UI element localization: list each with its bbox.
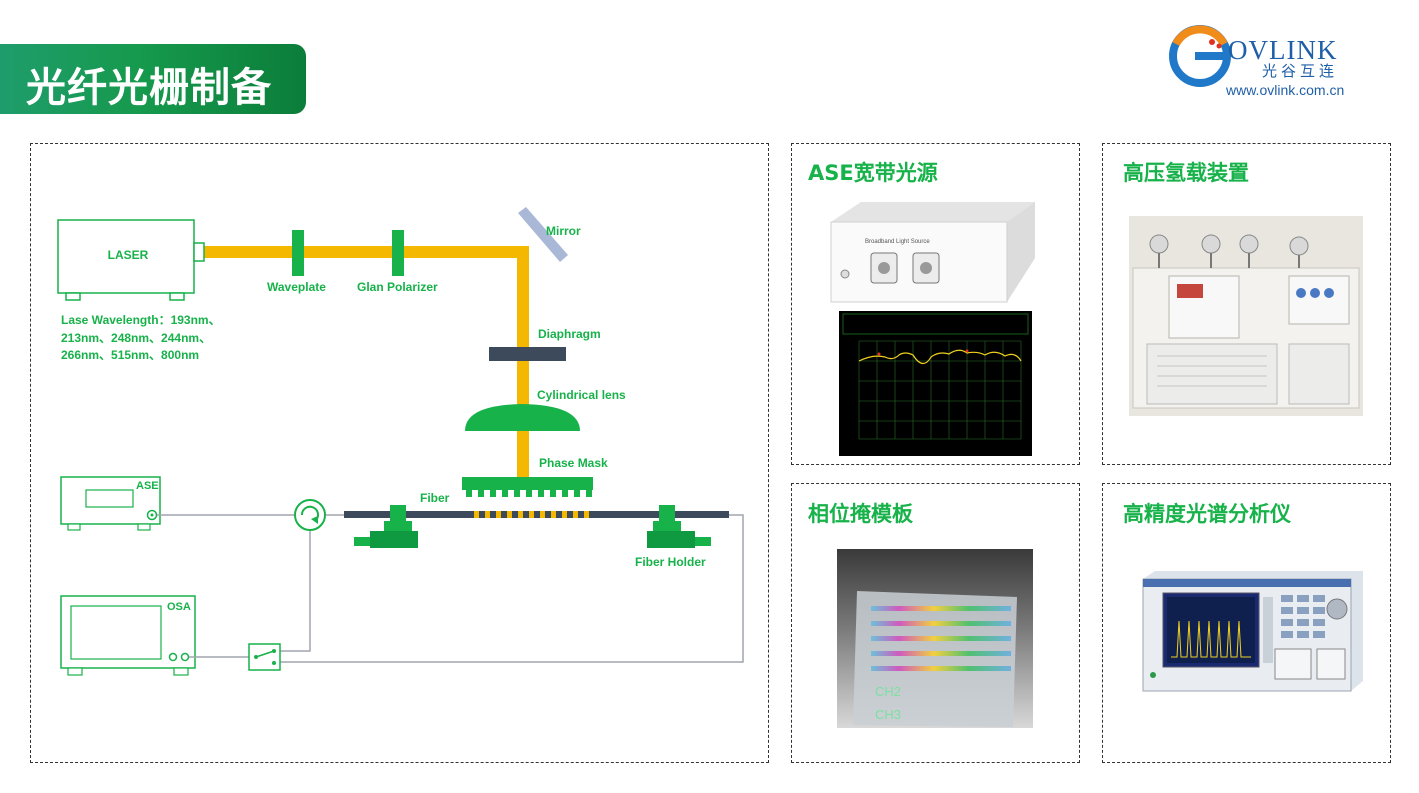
- phase-mask: [462, 477, 593, 497]
- optical-switch-icon: [248, 643, 281, 671]
- osa-device-panel: [1102, 483, 1391, 763]
- logo-url[interactable]: www.ovlink.com.cn: [1226, 82, 1345, 98]
- glan-polarizer: [392, 230, 404, 276]
- wavelength-line-3: 266nm、515nm、800nm: [61, 348, 199, 362]
- phase-mask-label: Phase Mask: [539, 456, 608, 470]
- ase-device-photo: Broadband Light Source: [827, 198, 1039, 306]
- cylindrical-lens: [465, 404, 580, 431]
- connection-fibers: [157, 514, 744, 663]
- fiber: [344, 511, 729, 518]
- wavelength-line-2: 213nm、248nm、244nm、: [61, 331, 211, 345]
- phase-mask-photo: CH2 CH3: [837, 549, 1033, 728]
- phase-mask-title: 相位掩模板: [808, 502, 913, 526]
- wavelength-line-1: Lase Wavelength：193nm、: [61, 313, 221, 327]
- logo-emblem-icon: [1169, 25, 1231, 87]
- osa-device: [60, 595, 196, 676]
- diaphragm-label: Diaphragm: [538, 327, 601, 341]
- fiber-label: Fiber: [420, 491, 450, 505]
- laser-beam-horizontal: [203, 246, 529, 258]
- fiber-holder-right: [647, 505, 711, 548]
- page-title: 光纤光栅制备: [26, 65, 272, 111]
- hydrogen-loading-photo: [1129, 216, 1363, 416]
- mirror-label: Mirror: [546, 224, 581, 238]
- waveplate-label: Waveplate: [267, 280, 326, 294]
- fiber-holder-label: Fiber Holder: [635, 555, 706, 569]
- fiber-holder-left: [354, 505, 418, 548]
- fbg-setup-panel: [30, 143, 769, 763]
- mirror: [518, 207, 568, 262]
- ase-source-title: ASE宽带光源: [808, 161, 938, 185]
- glan-polarizer-label: Glan Polarizer: [357, 280, 438, 294]
- spectrum-screen: [839, 311, 1032, 456]
- laser-source: [57, 219, 205, 301]
- grating-region: [474, 511, 589, 518]
- logo-brand-cn: 光谷互连: [1262, 62, 1339, 80]
- logo-brand: OVLINK: [1228, 35, 1338, 65]
- laser-label: LASER: [108, 248, 149, 262]
- hydrogen-loading-title: 高压氢载装置: [1123, 161, 1249, 185]
- cylindrical-lens-label: Cylindrical lens: [537, 388, 626, 402]
- waveplate: [292, 230, 304, 276]
- phase-mask-ch3: CH3: [875, 707, 901, 722]
- ase-device: [60, 476, 161, 531]
- phase-mask-ch2: CH2: [875, 684, 901, 699]
- ase-label: ASE: [136, 480, 159, 492]
- ase-source-panel: [791, 143, 1080, 465]
- title-banner: 光纤光栅制备: [0, 44, 306, 114]
- hydrogen-loading-panel: [1102, 143, 1391, 465]
- phase-mask-panel: [791, 483, 1080, 763]
- laser-beam-vertical: [517, 246, 529, 478]
- circulator-icon: [294, 499, 326, 531]
- ase-device-label: Broadband Light Source: [865, 239, 930, 245]
- osa-device-photo: [1141, 569, 1365, 693]
- osa-device-title: 高精度光谱分析仪: [1123, 502, 1291, 526]
- diaphragm: [489, 347, 566, 361]
- osa-label: OSA: [167, 601, 191, 613]
